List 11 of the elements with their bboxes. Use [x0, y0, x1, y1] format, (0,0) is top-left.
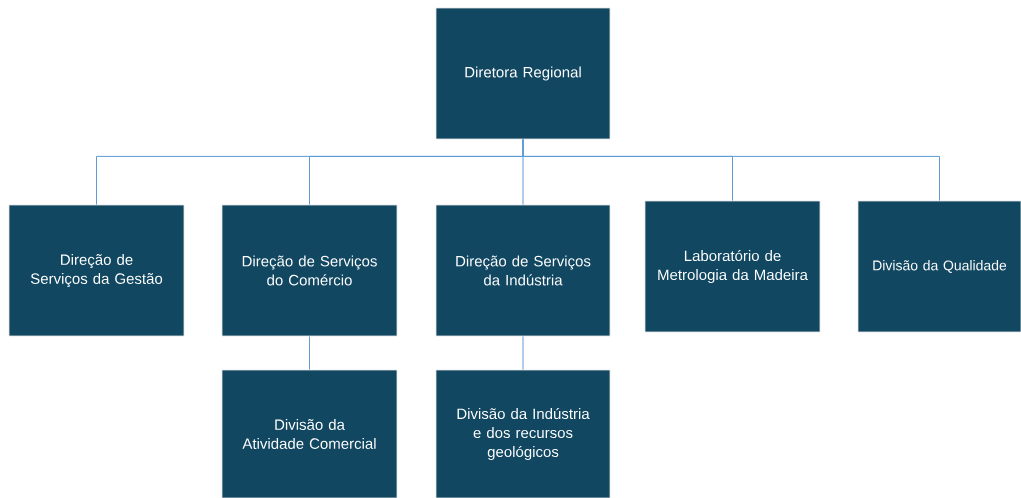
- connector-line: [522, 138, 940, 202]
- org-box: Divisão da Qualidade: [857, 200, 1021, 333]
- org-box: Divisão da Atividade Comercial: [221, 369, 398, 498]
- org-box: Diretora Regional: [435, 7, 611, 140]
- org-box: Direção de Serviços da Gestão: [8, 204, 185, 337]
- org-box: Laboratório de Metrologia da Madeira: [644, 200, 821, 333]
- connector-line: [309, 335, 310, 371]
- org-box: Direção de Serviços da Indústria: [435, 204, 611, 337]
- org-box: Divisão da Indústria e dos recursos geológicos: [435, 369, 611, 498]
- org-box: Direção de Serviços do Comércio: [221, 204, 398, 337]
- connector-line: [522, 335, 524, 371]
